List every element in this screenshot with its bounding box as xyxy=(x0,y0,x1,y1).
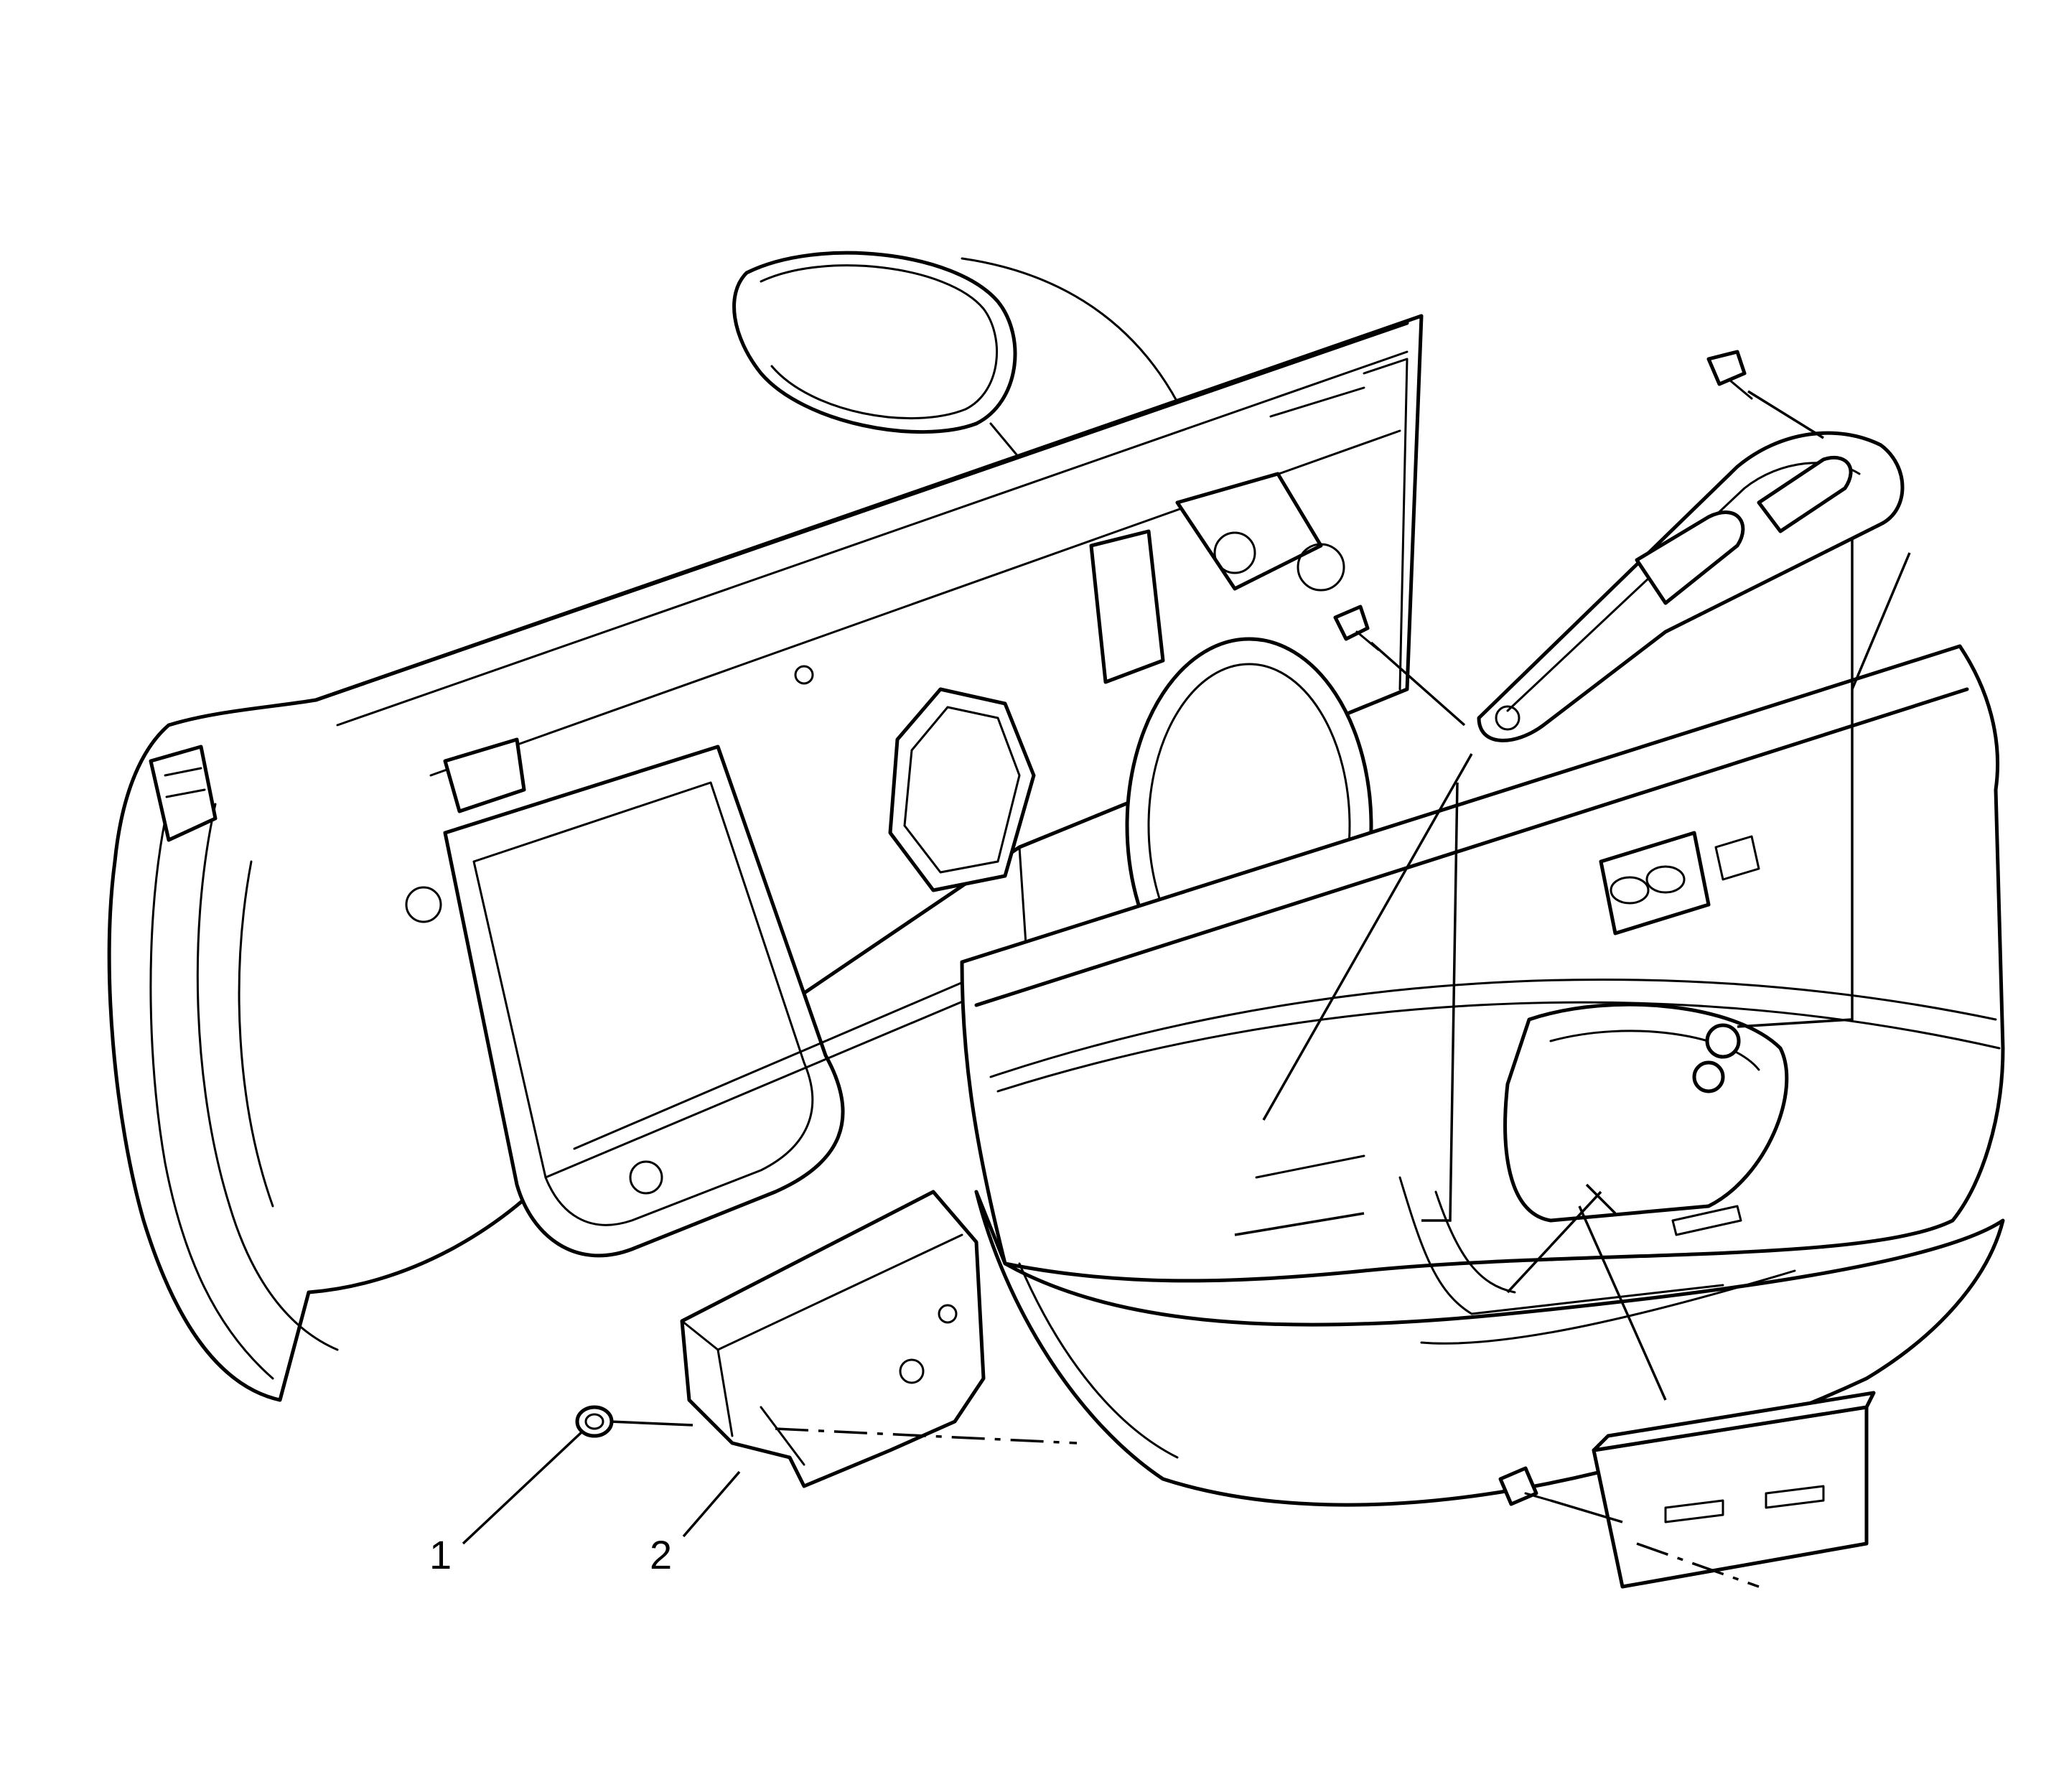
callout-1: 1 xyxy=(429,1431,583,1577)
callout-1-label: 1 xyxy=(429,1532,452,1577)
screw-top xyxy=(1706,350,1753,400)
storage-pocket xyxy=(1592,1391,1876,1589)
fasteners xyxy=(575,350,1753,1506)
assembly-lines xyxy=(609,390,1911,1588)
lower-bracket xyxy=(680,1190,986,1488)
side-mirror xyxy=(732,251,1017,434)
callout-2-label: 2 xyxy=(650,1532,672,1577)
screw-bottom xyxy=(1498,1466,1552,1506)
door-shell xyxy=(107,251,1424,1402)
access-cover xyxy=(888,687,1036,892)
pull-handle xyxy=(1477,431,1905,742)
callout-2: 2 xyxy=(650,1470,741,1577)
push-pin-fastener xyxy=(575,1405,614,1438)
